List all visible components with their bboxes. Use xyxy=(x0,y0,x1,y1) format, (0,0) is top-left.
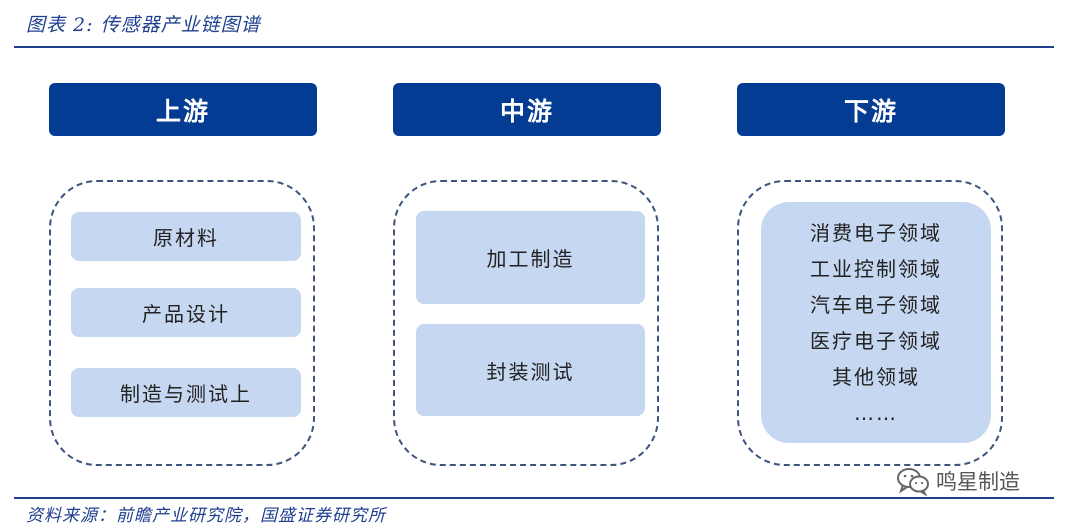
panel-downstream xyxy=(737,180,1003,466)
panel-midstream xyxy=(393,180,659,466)
downstream-item-ellipsis: …… xyxy=(854,400,898,425)
header-upstream: 上游 xyxy=(49,83,317,136)
midstream-item-processing: 加工制造 xyxy=(416,211,645,304)
figure-title: 图表 2: 传感器产业链图谱 xyxy=(26,14,261,36)
upstream-item-product-design: 产品设计 xyxy=(71,288,301,337)
midstream-item-packaging-testing: 封装测试 xyxy=(416,324,645,416)
bottom-rule xyxy=(14,497,1054,499)
wechat-icon xyxy=(896,466,930,496)
watermark-text: 鸣星制造 xyxy=(936,470,1020,494)
upstream-item-manufacturing-testing: 制造与测试上 xyxy=(71,368,301,417)
upstream-item-raw-materials: 原材料 xyxy=(71,212,301,261)
downstream-item-medical-electronics: 医疗电子领域 xyxy=(810,328,942,353)
downstream-item-box: 消费电子领域 工业控制领域 汽车电子领域 医疗电子领域 其他领域 …… xyxy=(761,202,991,443)
figure-source: 资料来源：前瞻产业研究院，国盛证券研究所 xyxy=(26,506,386,526)
watermark: 鸣星制造 xyxy=(896,466,1020,496)
header-midstream: 中游 xyxy=(393,83,661,136)
header-downstream: 下游 xyxy=(737,83,1005,136)
top-rule xyxy=(14,46,1054,48)
downstream-item-other: 其他领域 xyxy=(832,364,920,389)
downstream-item-consumer-electronics: 消费电子领域 xyxy=(810,220,942,245)
panel-upstream xyxy=(49,180,315,466)
downstream-item-automotive-electronics: 汽车电子领域 xyxy=(810,292,942,317)
downstream-item-industrial-control: 工业控制领域 xyxy=(810,256,942,281)
